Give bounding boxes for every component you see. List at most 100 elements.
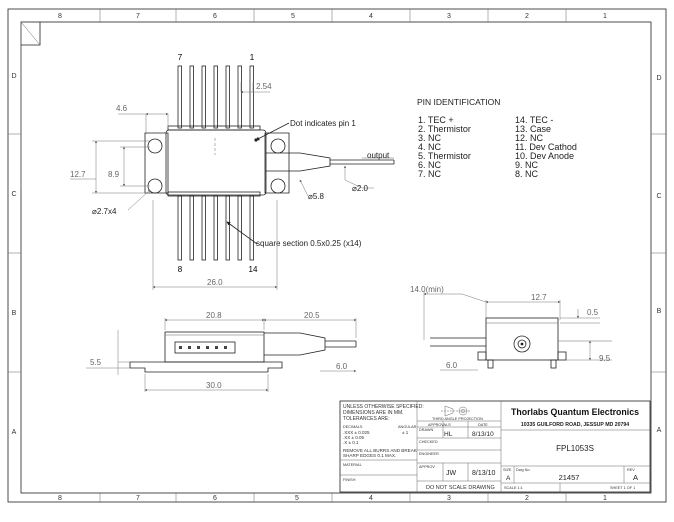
note-dot-pin1: Dot indicates pin 1: [290, 119, 356, 128]
sheet-border: [7, 8, 667, 503]
no-scale-note: DO NOT SCALE DRAWING: [426, 485, 495, 491]
pin-row-5: 5. Thermistor: [418, 151, 471, 161]
dim-pin-pitch: 2.54: [256, 82, 272, 91]
approv-by: JW: [446, 470, 457, 477]
company-address: 10335 GUILFORD ROAD, JESSUP MD 20794: [521, 422, 629, 428]
tol-x: .X ± 0.1: [343, 440, 359, 445]
dwg-number: 21457: [559, 473, 580, 482]
pin-row-4: 4. NC: [418, 142, 442, 152]
pin-row-3: 3. NC: [418, 133, 442, 143]
rev-value: A: [633, 473, 638, 482]
zone-bottom-4: 4: [369, 495, 373, 502]
dim-end-overall: 14.0(min): [410, 285, 444, 294]
zone-bottom-6: 6: [213, 495, 217, 502]
burr-note-2: SHARP EDGES 0.1 MAX.: [343, 453, 396, 458]
projection-label: THIRD ANGLE PROJECTION: [432, 417, 483, 421]
tol-line-3: TOLERANCES ARE:: [343, 416, 390, 422]
dim-side-base: 30.0: [206, 381, 222, 390]
zone-bottom-5: 5: [295, 495, 299, 502]
approvals-label: APPROVALS: [428, 423, 451, 427]
dim-pin-row: 26.0: [207, 278, 223, 287]
projection-symbol: [441, 405, 470, 417]
zone-right-d: D: [656, 75, 661, 82]
dim-end-left: 6.0: [446, 361, 458, 370]
zone-bottom-3: 3: [447, 495, 451, 502]
zone-top-3: 3: [447, 13, 451, 20]
scale-label: SCALE 1:1: [504, 486, 523, 490]
pin-row-13: 13. Case: [515, 124, 551, 134]
dim-end-height: 9.5: [599, 354, 611, 363]
zone-top-8: 8: [58, 13, 62, 20]
dwg-label: Dwg No.: [516, 468, 531, 472]
zone-top-6: 6: [213, 13, 217, 20]
zone-right-b: B: [657, 308, 662, 315]
zone-top-1: 1: [603, 13, 607, 20]
side-view: 20.8 20.5 5.5 6.0 30.0: [86, 311, 357, 392]
drawn-label: DRAWN: [419, 428, 433, 432]
title-block: UNLESS OTHERWISE SPECIFIED: DIMENSIONS A…: [339, 400, 651, 493]
zone-bottom-7: 7: [136, 495, 140, 502]
approv-date: 8/13/10: [472, 470, 495, 477]
zone-bottom-8: 8: [58, 495, 62, 502]
pin-row-2: 2. Thermistor: [418, 124, 471, 134]
dim-side-boot: 20.5: [304, 311, 320, 320]
finish-label: FINISH: [343, 478, 356, 482]
note-square-section: square section 0.5x0.25 (x14): [256, 239, 362, 248]
zone-top-4: 4: [369, 13, 373, 20]
top-view: 7 1 8 14 2.54 4.6 12.7 8.9 ⌀2.7x4 Dot in…: [70, 53, 395, 290]
zone-right-a: A: [657, 427, 662, 434]
zone-left-d: D: [11, 73, 16, 80]
dim-side-tail: 6.0: [336, 362, 348, 371]
pin-row-12: 12. NC: [515, 133, 544, 143]
pin-1-label: 1: [250, 53, 255, 62]
zone-top-5: 5: [291, 13, 295, 20]
zone-top-7: 7: [136, 13, 140, 20]
sheet-label: SHEET 1 OF 1: [610, 486, 635, 490]
drawn-by: HL: [444, 431, 453, 438]
zone-left-c: C: [11, 191, 16, 198]
zone-left-a: A: [12, 429, 17, 436]
tol-line-1: UNLESS OTHERWISE SPECIFIED:: [343, 404, 424, 410]
pin-id-title: PIN IDENTIFICATION: [417, 97, 500, 107]
dim-boot-dia: ⌀5.8: [308, 192, 324, 201]
zone-labels: 8 7 6 5 4 3 2 1 8 7 6 5 4 3 2 1 D C B A …: [11, 13, 661, 502]
dim-side-body: 20.8: [206, 311, 222, 320]
pin-row-8: 8. NC: [515, 169, 539, 179]
dim-fiber-dia: ⌀2.0: [352, 184, 368, 193]
checked-label: CHECKED: [419, 440, 438, 444]
pin-row-1: 1. TEC +: [418, 115, 454, 125]
date-label: DATE: [478, 423, 488, 427]
pin-7-label: 7: [178, 53, 183, 62]
dim-side-left: 5.5: [90, 358, 102, 367]
pin-row-14: 14. TEC -: [515, 115, 553, 125]
tol-line-2: DIMENSIONS ARE IN MM.: [343, 410, 404, 416]
pin-row-11: 11. Dev Cathod: [515, 142, 577, 152]
dim-height: 12.7: [70, 170, 86, 179]
tol-xxx: .XXX ± 0.025: [343, 430, 370, 435]
tol-decimals-label: DECIMALS: [343, 425, 363, 429]
dim-hole: ⌀2.7x4: [92, 207, 117, 216]
zone-right-c: C: [656, 193, 661, 200]
zone-bottom-1: 1: [603, 495, 607, 502]
note-output: output: [367, 151, 390, 160]
zone-bottom-2: 2: [525, 495, 529, 502]
pin-row-9: 9. NC: [515, 160, 539, 170]
drawn-date: 8/13/10: [472, 431, 494, 438]
company-name: Thorlabs Quantum Electronics: [511, 407, 639, 417]
tol-xx: .XX ± 0.05: [343, 435, 364, 440]
burr-note-1: REMOVE ALL BURRS AND BREAK: [343, 448, 418, 453]
pin-row-6: 6. NC: [418, 160, 442, 170]
pin-14-label: 14: [249, 265, 258, 274]
tol-angular: ± 1: [402, 430, 409, 435]
end-view: 14.0(min) 12.7 0.5 9.5 6.0: [410, 285, 612, 371]
tol-angular-label: ANGULAR: [398, 425, 417, 429]
size-label: SIZE: [503, 468, 512, 472]
dim-end-width: 12.7: [531, 293, 547, 302]
rev-label: REV: [627, 468, 635, 472]
pin-row-10: 10. Dev Anode: [515, 151, 574, 161]
pin-8-label: 8: [178, 265, 183, 274]
material-label: MATERIAL: [343, 463, 362, 467]
zone-left-b: B: [12, 310, 17, 317]
size-value: A: [506, 475, 511, 482]
